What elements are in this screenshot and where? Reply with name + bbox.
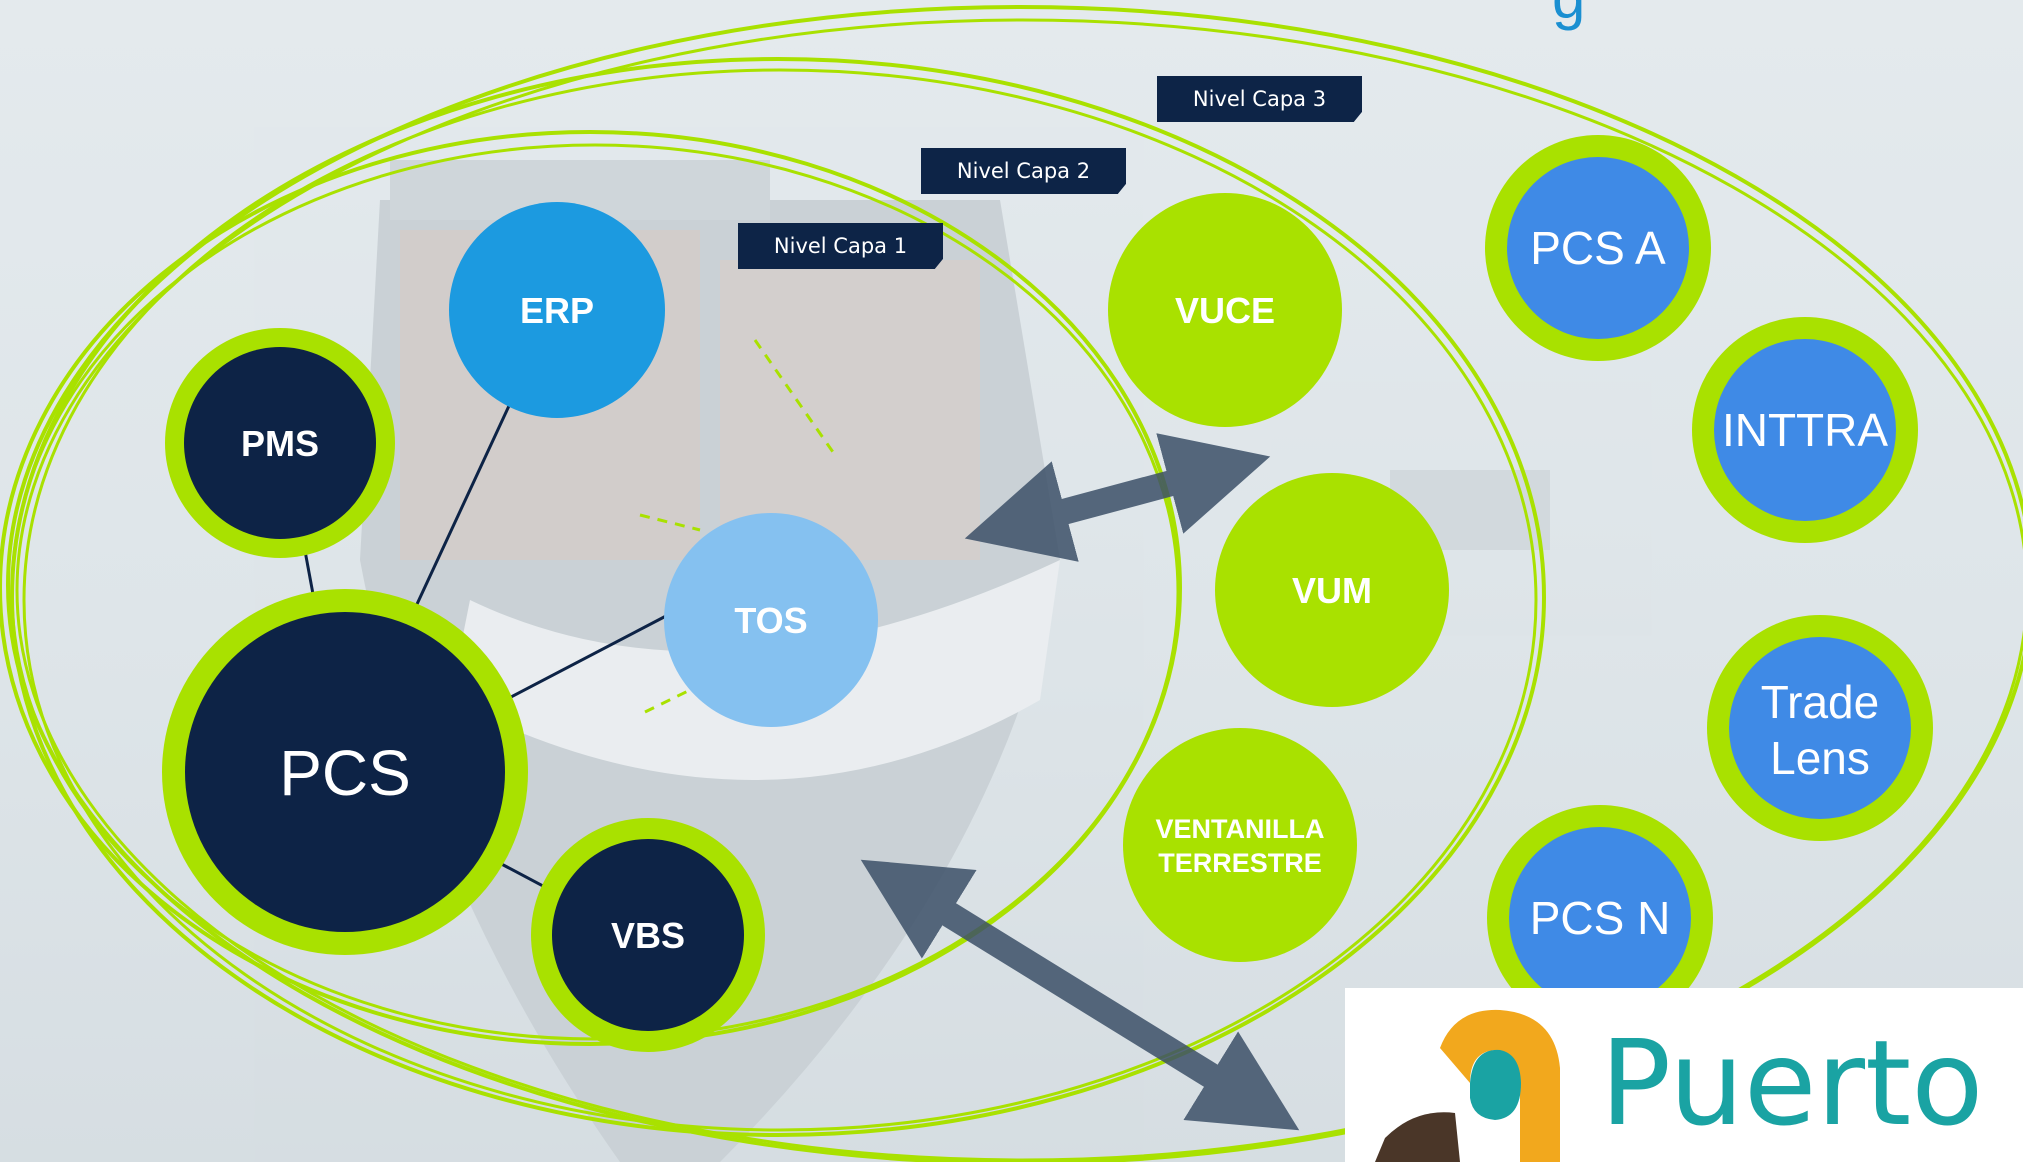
node-tradelens-label-1: Trade [1761, 676, 1879, 728]
node-pcs-label: PCS [279, 737, 411, 809]
layer2-tag: Nivel Capa 2 [921, 148, 1126, 194]
node-vum-label: VUM [1292, 570, 1372, 611]
layer3-tag: Nivel Capa 3 [1157, 76, 1362, 122]
node-vuce-label: VUCE [1175, 290, 1275, 331]
node-vum[interactable]: VUM [1215, 473, 1449, 707]
node-tos-label: TOS [734, 600, 807, 641]
node-ventanilla-label-1: VENTANILLA [1156, 814, 1325, 844]
node-vuce[interactable]: VUCE [1108, 193, 1342, 427]
node-inttra[interactable]: INTTRA [1692, 317, 1918, 543]
arrow-layer1-layer3 [860, 859, 1300, 1131]
node-pcs-a-label: PCS A [1530, 222, 1666, 274]
puerto-logo-text: Puerto [1600, 1014, 1984, 1152]
layer3-ellipse [6, 5, 2023, 1162]
node-vbs-label: VBS [611, 915, 685, 956]
node-inttra-label: INTTRA [1722, 404, 1888, 456]
node-tradelens-label-2: Lens [1770, 732, 1870, 784]
node-vbs[interactable]: VBS [531, 818, 765, 1052]
title-fragment: g [1552, 0, 1585, 28]
connector-pcs-erp [403, 394, 516, 631]
puerto-logo: Puerto [1345, 988, 2023, 1162]
dashed-connectors [639, 339, 837, 714]
node-tos[interactable]: TOS [664, 513, 878, 727]
layer2-ellipse [10, 57, 1546, 1137]
layer1-tag: Nivel Capa 1 [738, 223, 943, 269]
layer-boundaries [0, 5, 2023, 1162]
node-ventanilla-label-2: TERRESTRE [1158, 848, 1322, 878]
puerto-logo-mark [1375, 1009, 1560, 1162]
node-erp-label: ERP [520, 290, 594, 331]
node-pcs[interactable]: PCS [162, 589, 528, 955]
layer1-ellipse [0, 130, 1182, 1046]
node-ventanilla-terrestre[interactable]: VENTANILLA TERRESTRE [1123, 728, 1357, 962]
layer3-ellipse-inner [15, 18, 2023, 1162]
bidirectional-arrows [860, 433, 1300, 1131]
layer2-ellipse-inner [22, 68, 1538, 1132]
node-pcs-a[interactable]: PCS A [1485, 135, 1711, 361]
arrow-layer1-layer2 [964, 433, 1271, 562]
node-pcs-n[interactable]: PCS N [1487, 805, 1713, 1031]
connector-pcs-tos [489, 614, 667, 710]
node-pms[interactable]: PMS [165, 328, 395, 558]
node-erp[interactable]: ERP [449, 202, 665, 418]
node-tradelens[interactable]: Trade Lens [1707, 615, 1933, 841]
node-pcs-n-label: PCS N [1530, 892, 1671, 944]
node-pms-label: PMS [241, 423, 319, 464]
